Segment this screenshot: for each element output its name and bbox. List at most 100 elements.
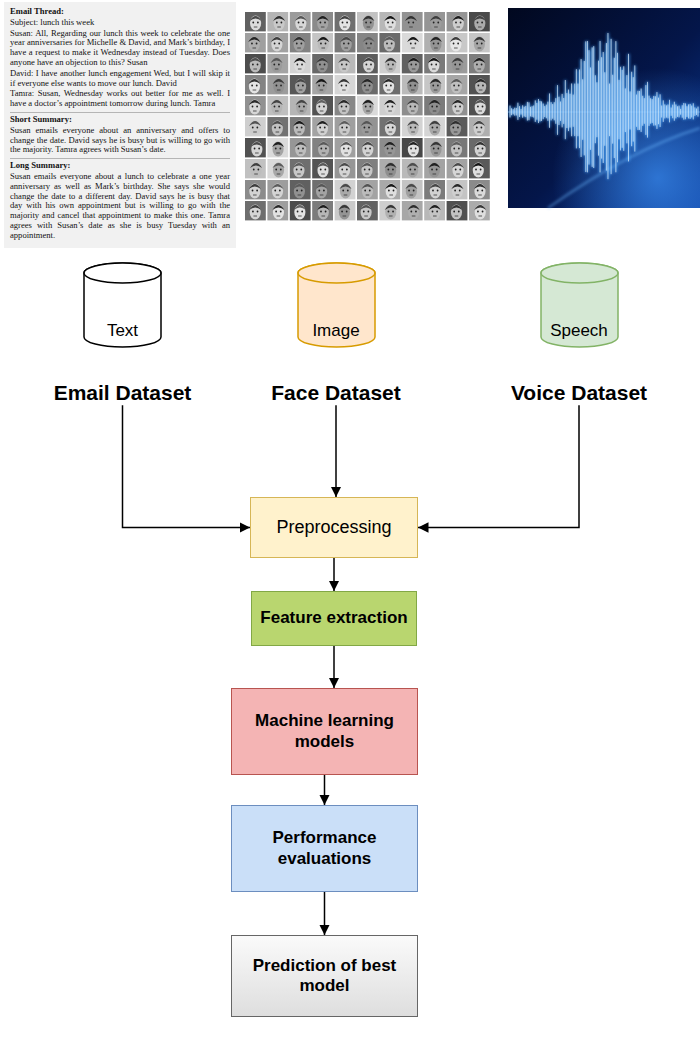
face-mouth bbox=[411, 132, 415, 133]
face-shape bbox=[475, 205, 486, 220]
face-thumbnail bbox=[290, 75, 311, 94]
waveform-halo-bar bbox=[642, 96, 644, 126]
face-thumbnail bbox=[424, 138, 445, 157]
face-hair bbox=[362, 100, 374, 105]
face-background bbox=[379, 138, 400, 157]
face-thumbnail bbox=[267, 54, 288, 73]
face-eye bbox=[386, 43, 388, 45]
face-eye bbox=[365, 106, 367, 108]
process-box: Machine learning models bbox=[231, 688, 418, 775]
face-eye bbox=[431, 106, 433, 108]
face-hair bbox=[293, 184, 305, 189]
face-eye bbox=[392, 64, 394, 66]
face-mouth bbox=[343, 132, 347, 133]
face-thumbnail bbox=[402, 54, 423, 73]
face-eye bbox=[257, 211, 259, 213]
face-shape bbox=[293, 37, 304, 52]
face-shape bbox=[384, 142, 395, 157]
waveform-halo-bar bbox=[662, 100, 664, 122]
waveform-bar bbox=[592, 47, 593, 166]
face-thumbnail bbox=[290, 117, 311, 136]
face-shape bbox=[408, 205, 419, 220]
waveform-bar bbox=[532, 106, 533, 117]
face-eye bbox=[460, 22, 462, 24]
face-background bbox=[245, 117, 266, 136]
face-eye bbox=[431, 64, 433, 66]
face-eye bbox=[477, 148, 479, 150]
face-eye bbox=[388, 211, 390, 213]
face-eye bbox=[393, 190, 395, 192]
face-mouth bbox=[478, 27, 482, 28]
face-background bbox=[290, 180, 311, 199]
email-text: Tamra: Susan, Wednesday works out better… bbox=[10, 89, 230, 109]
face-eye bbox=[459, 190, 461, 192]
face-eye bbox=[453, 211, 455, 213]
cylinder-shape: Image bbox=[297, 262, 376, 348]
face-shape bbox=[430, 79, 441, 94]
face-eye bbox=[367, 211, 369, 213]
face-thumbnail bbox=[379, 54, 400, 73]
face-eye bbox=[363, 211, 365, 213]
face-shape bbox=[384, 37, 395, 52]
face-thumbnail bbox=[267, 75, 288, 94]
face-thumbnail bbox=[447, 33, 468, 52]
face-mouth bbox=[321, 132, 325, 133]
face-thumbnail bbox=[357, 54, 378, 73]
face-shape bbox=[251, 142, 262, 157]
waveform-bar bbox=[672, 105, 673, 119]
cylinder-top bbox=[298, 263, 375, 283]
face-hair bbox=[272, 184, 284, 189]
face-shape bbox=[294, 121, 305, 136]
face-hair bbox=[385, 184, 397, 189]
face-shape bbox=[408, 142, 419, 157]
waveform-bar bbox=[584, 61, 585, 155]
waveform-halo-bar bbox=[610, 39, 612, 174]
waveform-bar bbox=[679, 106, 680, 118]
face-hair bbox=[407, 79, 419, 84]
face-eye bbox=[453, 148, 455, 150]
face-eye bbox=[256, 190, 258, 192]
face-shape bbox=[339, 205, 350, 220]
face-background bbox=[245, 96, 266, 115]
face-eye bbox=[369, 148, 371, 150]
waveform-halo-bar bbox=[564, 80, 566, 139]
face-hair bbox=[405, 184, 417, 189]
face-mouth bbox=[343, 174, 347, 175]
face-hair bbox=[407, 37, 419, 42]
face-mouth bbox=[455, 90, 459, 91]
waveform-bar bbox=[607, 33, 608, 179]
face-shape bbox=[475, 142, 486, 157]
face-shape bbox=[430, 142, 441, 157]
face-thumbnail bbox=[424, 54, 445, 73]
waveform-bar bbox=[525, 106, 526, 117]
face-eye bbox=[410, 127, 412, 129]
face-eye bbox=[341, 127, 343, 129]
face-thumbnail bbox=[312, 159, 333, 178]
waveform-halo-bar bbox=[537, 99, 539, 123]
face-hair bbox=[272, 142, 284, 147]
waveform-halo-bar bbox=[558, 97, 560, 125]
face-mouth bbox=[477, 69, 481, 70]
face-mouth bbox=[298, 69, 302, 70]
face-mouth bbox=[321, 174, 325, 175]
face-eye bbox=[459, 106, 461, 108]
face-shape bbox=[452, 100, 463, 115]
face-eye bbox=[392, 211, 394, 213]
face-shape bbox=[452, 163, 463, 178]
face-thumbnail bbox=[335, 138, 356, 157]
face-eye bbox=[476, 127, 478, 129]
face-thumbnail bbox=[424, 12, 445, 31]
waveform-halo-bar bbox=[650, 98, 652, 123]
face-thumbnail bbox=[335, 54, 356, 73]
waveform-bar bbox=[563, 98, 564, 124]
face-eye bbox=[453, 43, 455, 45]
face-background bbox=[267, 138, 288, 157]
face-background bbox=[447, 96, 468, 115]
email-text: David: I have another lunch engagement W… bbox=[10, 69, 230, 89]
face-mouth bbox=[387, 90, 391, 91]
face-background bbox=[469, 12, 490, 31]
step-label: Performance evaluations bbox=[240, 828, 409, 869]
face-hair bbox=[450, 79, 462, 84]
face-eye bbox=[278, 106, 280, 108]
